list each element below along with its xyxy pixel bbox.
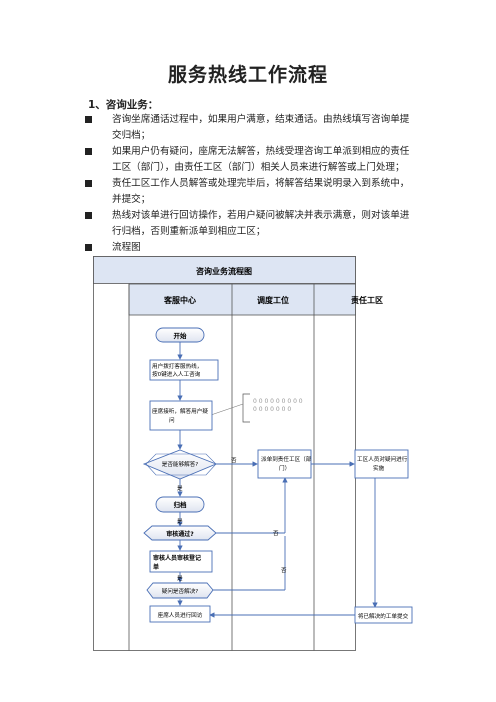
staff-label: 实施 [373, 464, 385, 472]
answer-label: 问 [169, 416, 175, 424]
note-text: 0 0 0 0 0 0 0 0 0 [253, 398, 303, 405]
bullet-item: 热线对该单进行回访操作，若用户疑问被解决并表示满意，则对该单进 行归档，否则重新… [85, 208, 440, 240]
audit-label: 审核通过? [166, 530, 194, 538]
connectors [177, 342, 378, 618]
note-connector [207, 403, 244, 417]
submit-node [354, 606, 413, 624]
bullet-item: 如果用户仍有疑问，座席无法解答，热线受理咨询工单派到相应的责任 工区（部门），由… [85, 144, 440, 176]
flowchart: 咨询业务流程图 客服中心 调度工位 责任工区 0 0 0 0 0 0 0 0 0… [93, 256, 413, 651]
note-text: 0 0 0 0 0 0 0 [253, 406, 291, 413]
lane-header-row [128, 283, 356, 316]
bullet-item: 咨询坐席通话过程中，如果用户满意，结束通话。由热线填写咨询单提 交归档； [85, 112, 440, 144]
auditor-label: 单 [153, 563, 159, 571]
edge-label-no: 否 [281, 567, 287, 574]
dial-label: 用户拨打客服热线， [152, 362, 202, 370]
staff-node [354, 449, 409, 479]
section-heading: 1、咨询业务： [88, 99, 159, 111]
start-node [155, 327, 205, 343]
page-title: 服务热线工作流程 [167, 64, 328, 86]
can-answer-decision-body [145, 453, 217, 476]
audit-decision [143, 525, 217, 541]
lane-header-workarea: 责任工区 [351, 295, 383, 305]
diagram-title-bar [93, 256, 356, 284]
bullet-item: 责任工区工作人员解答或处理完毕后，将解答结果说明录入到系统中， 并提交； [85, 176, 440, 208]
start-label: 开始 [174, 331, 188, 340]
submit-label: 将已解决的工单提交 [358, 612, 409, 620]
auditor-label: 审核人员审核登记 [153, 554, 201, 562]
edge-label-yes: 是 [177, 485, 183, 492]
square-bullet-icon [85, 148, 92, 155]
callback-node [149, 605, 211, 623]
can-answer-label: 是否能够解答? [162, 460, 199, 468]
lane-header-dispatch: 调度工位 [257, 295, 289, 305]
bullet-list: 咨询坐席通话过程中，如果用户满意，结束通话。由热线填写咨询单提 交归档； 如果用… [85, 112, 440, 256]
auditor-node [149, 550, 213, 573]
square-bullet-icon [85, 116, 92, 123]
dial-node [149, 359, 219, 381]
answer-label: 座席接听，解答用户疑 [152, 407, 208, 415]
dispatch-node [257, 449, 312, 479]
square-bullet-icon [85, 180, 92, 187]
dial-label: 按0键进入人工咨询 [152, 370, 201, 378]
edge-label-no: 否 [273, 530, 279, 537]
diagram-frame [93, 256, 356, 651]
diagram-title: 咨询业务流程图 [196, 266, 252, 276]
dispatch-label: 派单到责任工区（部 [261, 455, 312, 463]
dispatch-label: 门） [279, 464, 290, 472]
archive-node [155, 496, 205, 513]
edge-label-yes: 是 [177, 518, 183, 525]
answer-node [149, 400, 213, 431]
square-bullet-icon [85, 212, 92, 219]
callback-label: 座席人员进行回访 [158, 611, 203, 619]
lane-header-service: 客服中心 [163, 295, 196, 305]
edge-label-no: 否 [231, 457, 237, 464]
edge-label-yes: 是 [177, 575, 183, 582]
archive-label: 归档 [174, 500, 188, 509]
bullet-item: 流程图 [85, 240, 440, 256]
square-bullet-icon [85, 244, 92, 251]
resolved-decision [146, 582, 214, 599]
can-answer-decision [142, 449, 218, 480]
note-bracket [242, 393, 250, 423]
staff-label: 工区人员对疑问进行 [357, 455, 408, 463]
resolved-label: 疑问是否解决? [162, 587, 199, 595]
